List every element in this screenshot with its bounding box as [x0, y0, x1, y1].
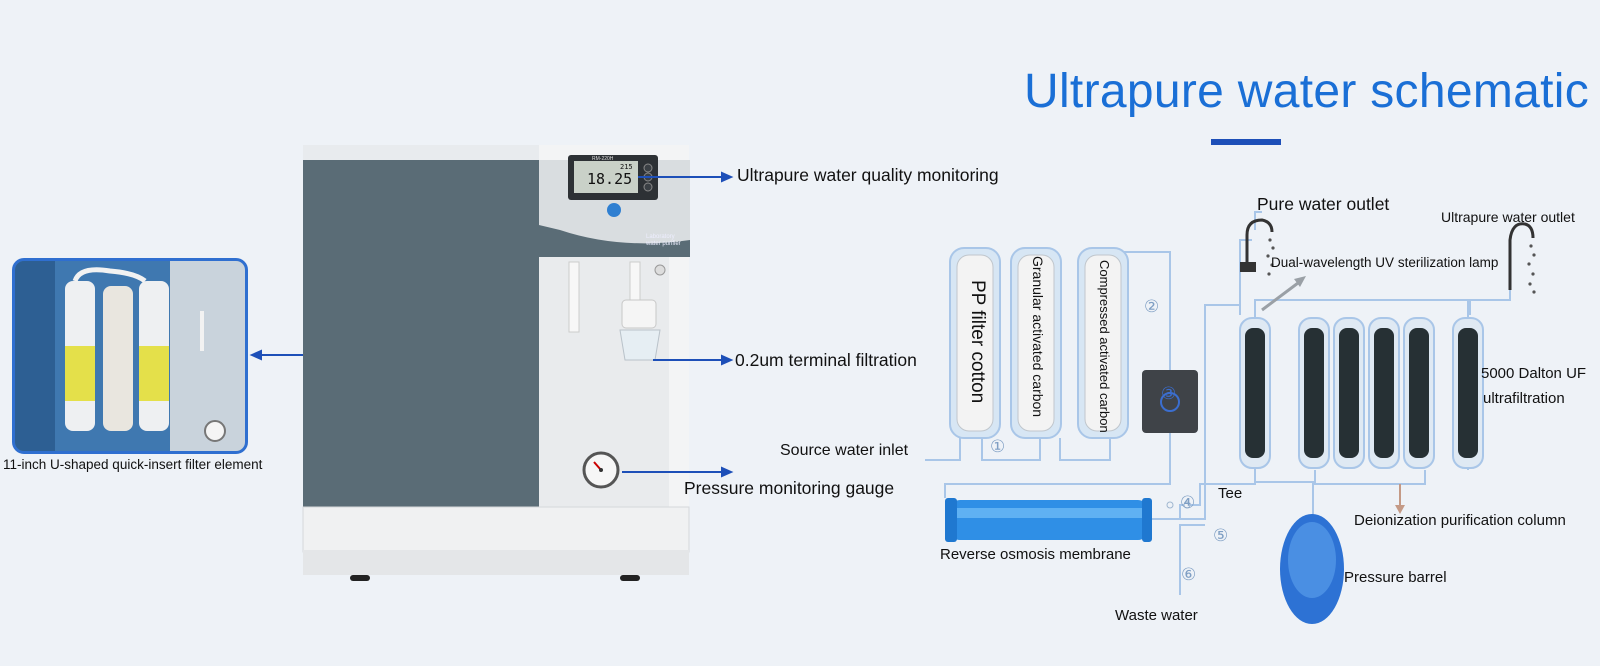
- label-tee: Tee: [1218, 485, 1243, 502]
- panel-text-1: Laboratory: [646, 234, 675, 240]
- label-uf-line2: ultrafiltration: [1483, 390, 1565, 407]
- marker-4: ④: [1180, 493, 1196, 512]
- label-deionization: Deionization purification column: [1354, 512, 1566, 529]
- meter-model: RM-220H: [592, 156, 614, 162]
- label-ultrapure-outlet: Ultrapure water outlet: [1441, 209, 1575, 225]
- label-compressed-carbon: Compressed activated carbon: [1097, 260, 1112, 433]
- label-terminal-filtration: 0.2um terminal filtration: [735, 350, 917, 370]
- label-pure-outlet: Pure water outlet: [1257, 194, 1390, 214]
- filter-element-photo: [12, 258, 248, 454]
- meter-sub-reading: 215: [620, 163, 633, 171]
- label-granular-carbon: Granular activated carbon: [1030, 256, 1046, 418]
- label-waste-water: Waste water: [1115, 607, 1198, 624]
- title-underline: [1211, 139, 1281, 145]
- filter-element-illustration: [15, 261, 245, 451]
- ultrapure-water-tap: [1508, 222, 1535, 290]
- marker-6: ⑥: [1181, 565, 1197, 584]
- reverse-osmosis-membrane: [950, 500, 1148, 540]
- uv-lamp-column: [1239, 317, 1271, 469]
- meter-reading: 18.25: [587, 170, 633, 188]
- label-pressure-gauge: Pressure monitoring gauge: [684, 478, 895, 498]
- marker-5: ⑤: [1213, 526, 1229, 545]
- machine-cabinet: [303, 145, 539, 550]
- label-pp-filter: PP filter cotton: [967, 280, 988, 404]
- schematic-title: Ultrapure water schematic: [1024, 65, 1590, 118]
- uf-column: [1452, 317, 1484, 469]
- filter-element-label: 11-inch U-shaped quick-insert filter ele…: [3, 457, 263, 472]
- panel-text-2: water purifier: [646, 241, 681, 247]
- deionization-columns: [1298, 317, 1435, 469]
- label-uf-line1: 5000 Dalton UF: [1481, 365, 1587, 382]
- marker-3: ③: [1161, 384, 1177, 403]
- label-pressure-barrel: Pressure barrel: [1344, 569, 1447, 586]
- pure-water-tap: [1245, 218, 1274, 272]
- label-quality-monitoring: Ultrapure water quality monitoring: [737, 165, 999, 185]
- label-uv-lamp: Dual-wavelength UV sterilization lamp: [1271, 255, 1499, 270]
- machine-base: [302, 506, 690, 553]
- booster-pump: [1142, 370, 1198, 433]
- marker-1: ①: [990, 437, 1006, 456]
- label-source-inlet: Source water inlet: [780, 442, 909, 459]
- label-ro-membrane: Reverse osmosis membrane: [940, 546, 1131, 563]
- marker-2: ②: [1144, 297, 1160, 316]
- prefilter-housings: [949, 247, 1129, 439]
